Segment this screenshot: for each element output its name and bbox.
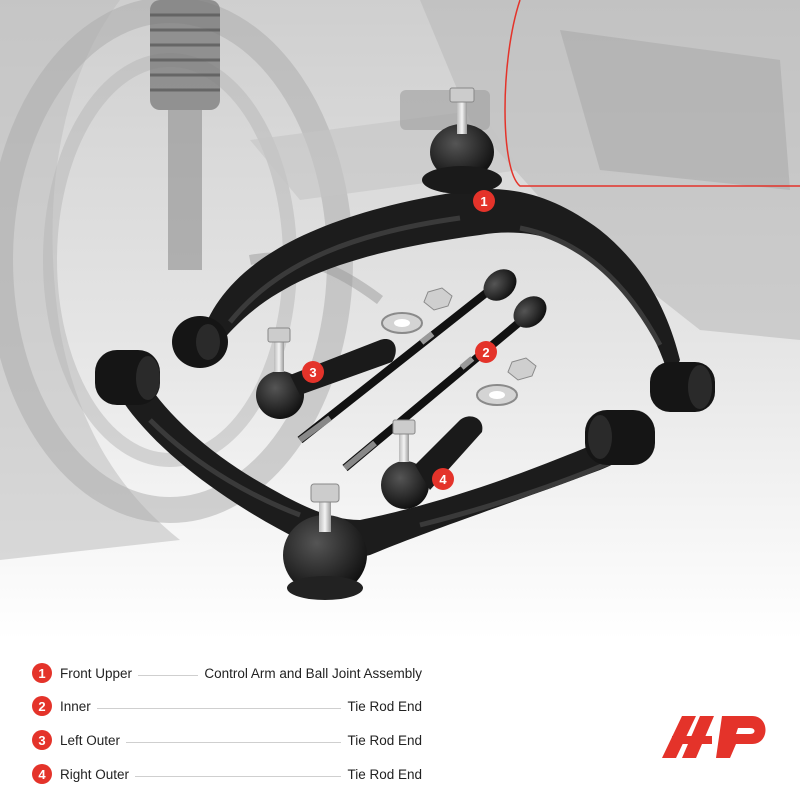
svg-text:1: 1 [480,194,487,209]
legend-part: Front Upper [60,665,133,681]
legend-desc: Tie Rod End [347,732,422,748]
leader-line [126,741,342,743]
control-arm-back [172,87,715,412]
legend-desc: Tie Rod End [347,766,422,782]
product-photo: 1 2 3 4 [0,0,800,640]
callout-3: 3 [302,361,324,383]
legend-row-3: 3 Left Outer Tie Rod End [32,729,422,751]
svg-text:4: 4 [439,472,447,487]
legend-desc: Tie Rod End [347,698,422,714]
legend-badge: 4 [32,764,52,784]
leader-line [138,674,199,676]
nuts-and-washers [381,287,537,406]
legend-badge: 1 [32,663,52,683]
legend-badge: 2 [32,696,52,716]
callout-4: 4 [432,468,454,490]
leader-line [96,707,342,709]
callout-1: 1 [473,190,495,212]
leader-line [135,775,342,777]
a-premium-logo-icon [662,716,766,758]
legend-part: Right Outer [60,766,130,782]
svg-text:3: 3 [309,365,316,380]
callout-2: 2 [475,341,497,363]
legend-badge: 3 [32,730,52,750]
legend-row-2: 2 Inner Tie Rod End [32,695,422,717]
legend-part: Inner [60,698,91,714]
legend-row-4: 4 Right Outer Tie Rod End [32,763,422,785]
legend-row-1: 1 Front Upper Control Arm and Ball Joint… [32,662,422,684]
legend-part: Left Outer [60,732,121,748]
control-arm-front [95,350,655,600]
svg-text:2: 2 [482,345,489,360]
legend-desc: Control Arm and Ball Joint Assembly [204,665,422,681]
inner-tie-rods [297,269,547,472]
